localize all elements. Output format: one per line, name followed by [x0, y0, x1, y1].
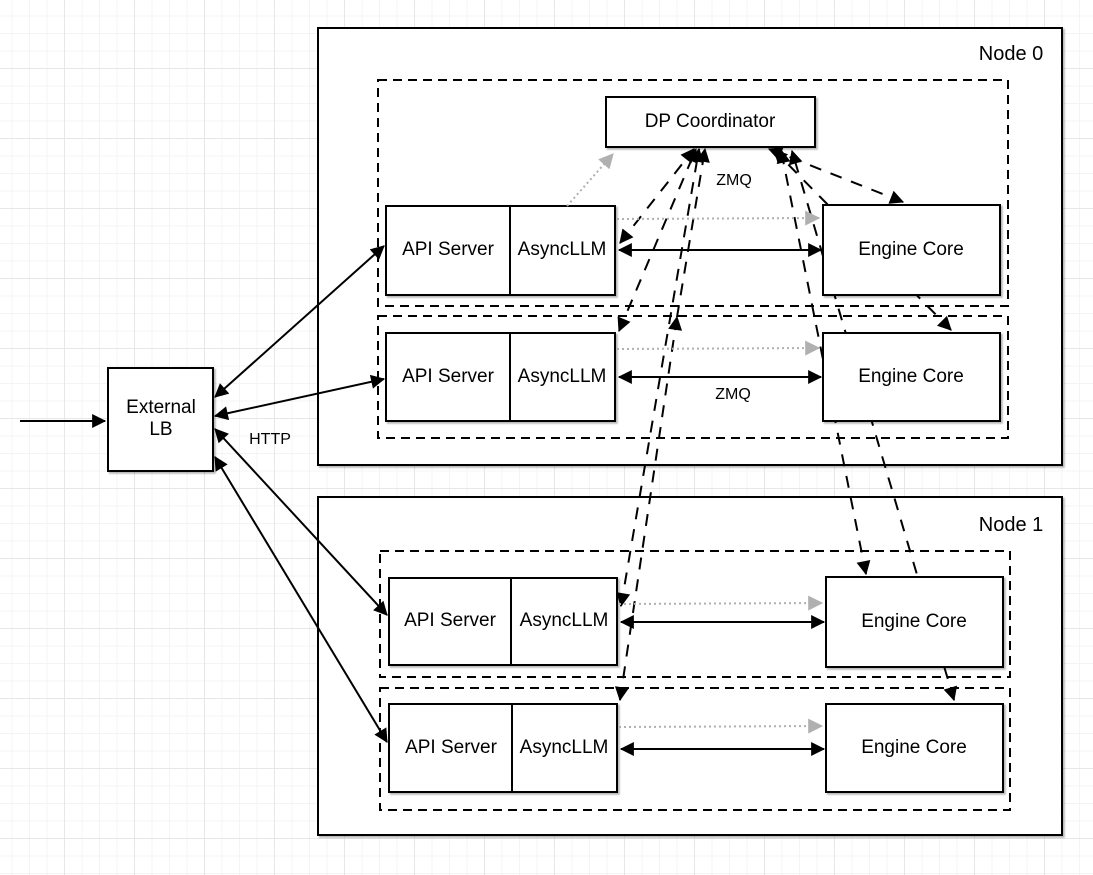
api-async-box-n0r1: [385, 332, 616, 422]
zmq-label-top: ZMQ: [716, 172, 752, 189]
external-lb-label-line1: External: [126, 397, 196, 418]
api-server-label-n1r0: API Server: [404, 610, 496, 631]
external-lb-label: External LB: [126, 397, 196, 441]
async-llm-label-n0r0: AsyncLLM: [517, 239, 607, 260]
dotted-arrow-async-engine-n1r0: [618, 595, 824, 611]
arrow-lb-api-n0r0: [214, 245, 385, 398]
dp-coordinator-label: DP Coordinator: [644, 111, 776, 132]
async-llm-label-n1r0: AsyncLLM: [519, 610, 609, 631]
node1-rank1-dashed-box: [379, 687, 1011, 811]
async-llm-label-n0r1: AsyncLLM: [517, 366, 607, 387]
api-async-box-n1r0: [388, 577, 618, 666]
engine-core-label-n1r0: Engine Core: [861, 611, 967, 632]
engine-core-label-n0r1: Engine Core: [858, 366, 964, 387]
async-llm-label-n1r1: AsyncLLM: [519, 737, 609, 758]
arrow-lb-api-n1r1: [214, 456, 388, 743]
engine-core-label-n0r0: Engine Core: [858, 239, 964, 260]
http-label: HTTP: [249, 431, 291, 448]
api-async-box-n1r1: [388, 703, 618, 793]
api-server-label-n0r1: API Server: [402, 366, 494, 387]
engine-core-box-n0r1: [822, 332, 1001, 422]
dp-coordinator-box: [605, 96, 816, 148]
external-lb-label-line2: LB: [149, 419, 173, 440]
dotted-arrow-async-engine-n1r1: [618, 718, 824, 734]
dashed-arrow-coordinator-async-n1r1-upper: [676, 147, 710, 318]
engine-core-box-n1r1: [825, 703, 1004, 793]
dotted-arrow-async-coordinator: [566, 153, 614, 207]
api-server-label-n1r1: API Server: [405, 737, 497, 758]
external-lb-box: [107, 367, 214, 472]
zmq-label-mid: ZMQ: [715, 386, 751, 403]
engine-core-box-n0r0: [822, 204, 1001, 296]
node1-label: Node 1: [978, 514, 1044, 536]
node0-label: Node 0: [978, 43, 1044, 65]
dotted-arrow-async-engine-n0r0: [616, 210, 821, 226]
api-async-box-n0r0: [385, 205, 616, 296]
engine-core-box-n1r0: [825, 576, 1004, 668]
dotted-arrow-async-engine-n0r1: [616, 340, 821, 356]
engine-core-label-n1r1: Engine Core: [861, 737, 967, 758]
api-server-label-n0r0: API Server: [402, 239, 494, 260]
arrow-lb-api-n0r1: [213, 374, 386, 421]
